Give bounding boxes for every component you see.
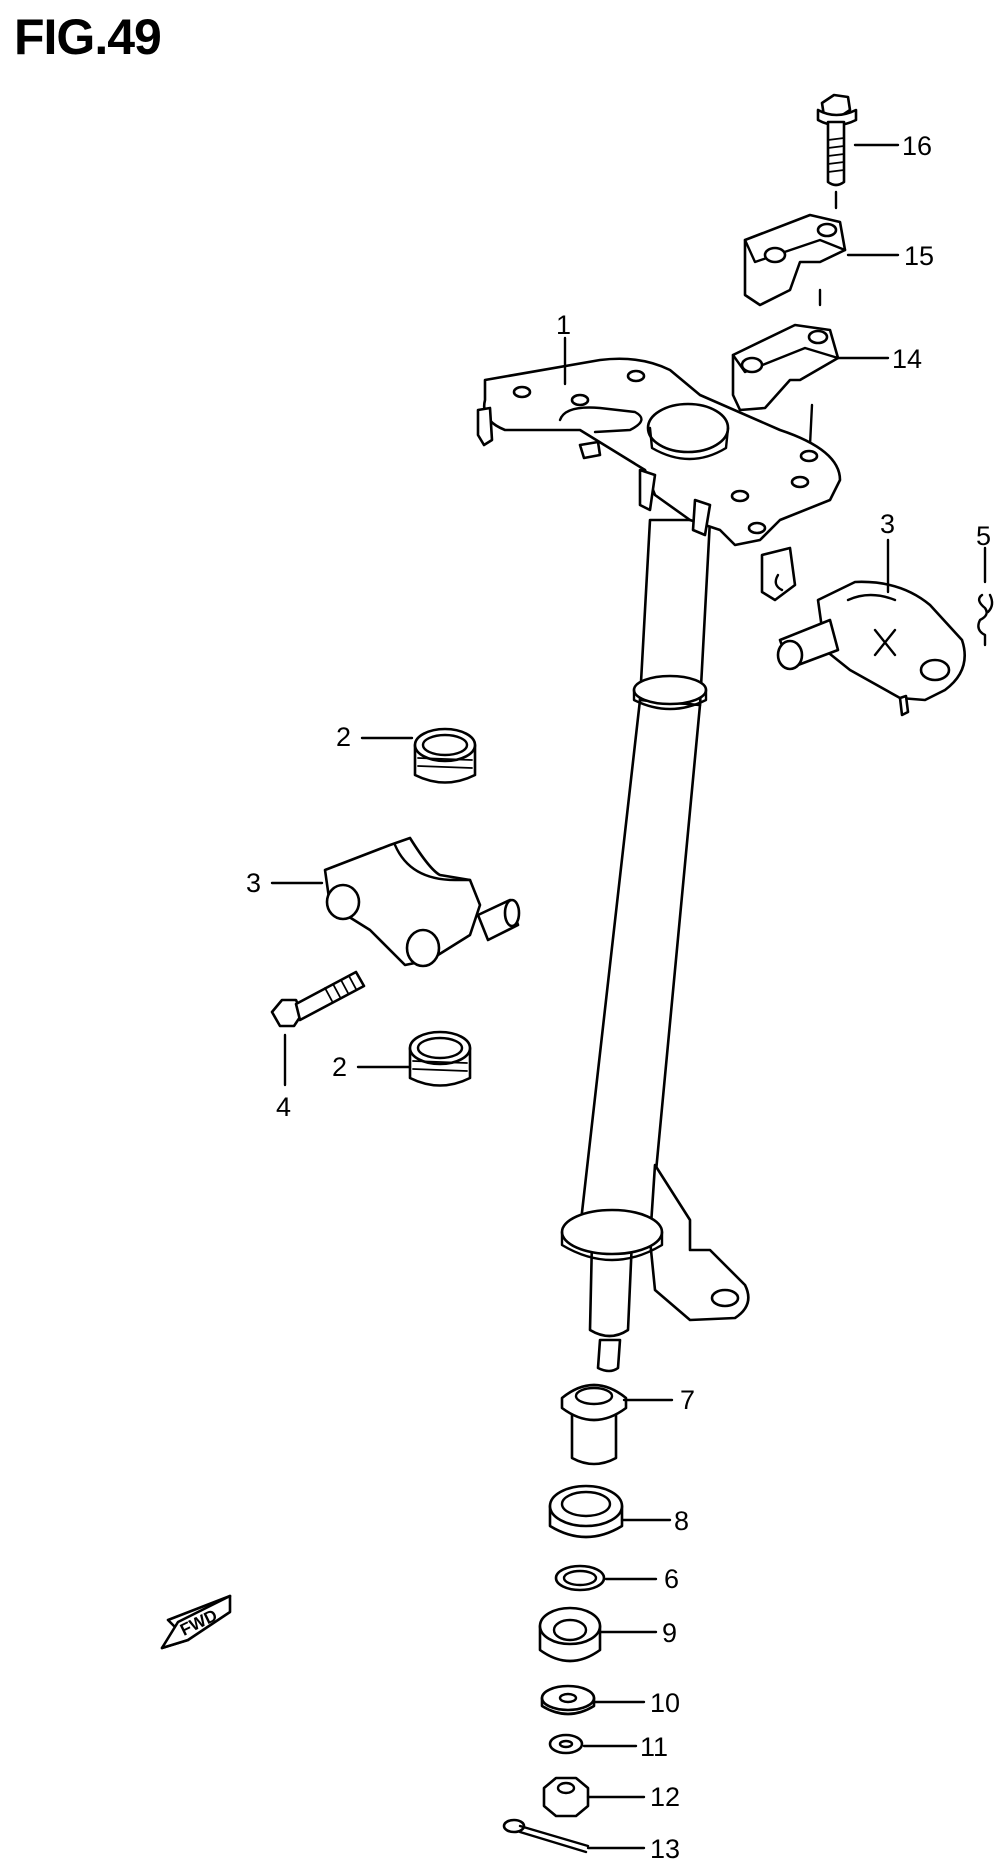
callout-3-left: 3 xyxy=(246,868,261,898)
callout-8: 8 xyxy=(674,1506,689,1536)
callout-6: 6 xyxy=(664,1564,679,1594)
part-7-bushing[interactable] xyxy=(560,1383,628,1466)
callout-3-right: 3 xyxy=(880,509,895,539)
callout-16: 16 xyxy=(902,131,932,161)
callout-1: 1 xyxy=(556,310,571,340)
callout-5: 5 xyxy=(976,521,991,551)
part-3-arm-right[interactable] xyxy=(776,580,966,717)
part-4-bolt[interactable] xyxy=(270,970,366,1087)
callout-11: 11 xyxy=(640,1732,668,1762)
callouts: 1 2 3 3 4 2 5 7 8 6 9 10 11 12 13 14 15 … xyxy=(246,131,991,1864)
part-16-bolt[interactable] xyxy=(816,93,858,210)
callout-7: 7 xyxy=(680,1385,695,1415)
callout-9: 9 xyxy=(662,1618,677,1648)
part-10-washer[interactable] xyxy=(540,1684,596,1716)
callout-14: 14 xyxy=(892,344,922,374)
callout-12: 12 xyxy=(650,1782,680,1812)
part-12-nut[interactable] xyxy=(542,1776,590,1818)
part-6-o-ring[interactable] xyxy=(554,1564,606,1592)
fwd-arrow: FWD xyxy=(160,1594,232,1650)
callout-2-lower: 2 xyxy=(332,1052,347,1082)
callout-2-upper: 2 xyxy=(336,722,351,752)
callout-4: 4 xyxy=(276,1092,291,1122)
part-2-bushing-lower[interactable] xyxy=(408,1030,472,1087)
part-8-seal[interactable] xyxy=(548,1484,624,1539)
leader-lines xyxy=(270,143,900,1850)
part-15-upper-clamp[interactable] xyxy=(743,213,847,307)
callout-13: 13 xyxy=(650,1834,680,1864)
part-1-steering-shaft[interactable] xyxy=(476,357,842,1373)
callout-10: 10 xyxy=(650,1688,680,1718)
figure-title: FIG.49 xyxy=(14,9,162,65)
callout-15: 15 xyxy=(904,241,934,271)
part-14-lower-clamp[interactable] xyxy=(731,323,840,447)
part-13-cotter-pin[interactable] xyxy=(502,1818,590,1854)
part-2-bushing-upper[interactable] xyxy=(413,727,477,784)
part-9-bushing[interactable] xyxy=(538,1606,602,1663)
part-3-arm-left[interactable] xyxy=(323,836,521,968)
part-5-clip[interactable] xyxy=(977,546,994,647)
part-11-washer[interactable] xyxy=(548,1733,584,1755)
